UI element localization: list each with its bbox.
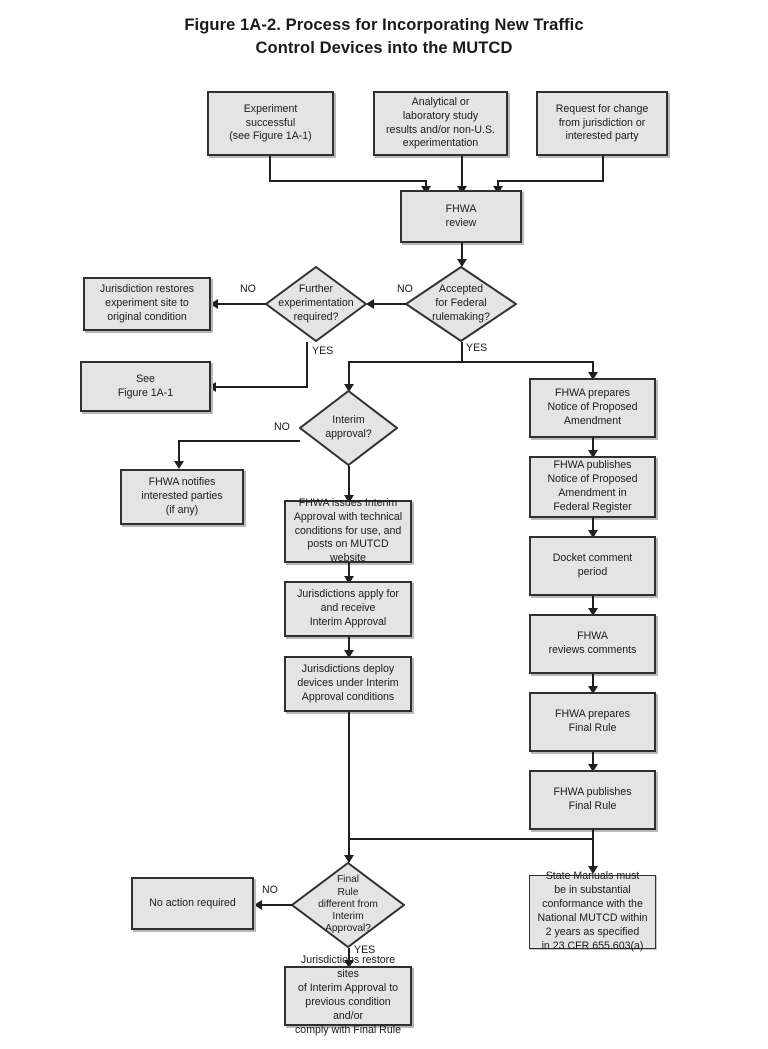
arrowhead-issues-to-apply bbox=[344, 576, 354, 584]
edge-accepted-yes-to-notice bbox=[592, 361, 594, 378]
edge-interim-no-down bbox=[178, 440, 180, 465]
arrowhead-reviews-to-prepares-final bbox=[588, 686, 598, 694]
arrowhead-prepares-to-publishes-notice bbox=[588, 450, 598, 458]
edge-accepted-yes-split bbox=[348, 361, 593, 363]
arrowhead-prepares-final-to-publishes-final bbox=[588, 764, 598, 772]
edge-label-final-yes: YES bbox=[354, 944, 376, 956]
edge-label-accepted-no: NO bbox=[397, 283, 413, 295]
edge-further-no bbox=[216, 303, 266, 305]
arrowhead-final-no bbox=[254, 900, 262, 910]
edge-deploy-down bbox=[348, 712, 350, 862]
edge-final-yes-down bbox=[348, 948, 350, 968]
edge-docket-to-reviews bbox=[592, 596, 594, 615]
edge-request-down bbox=[602, 156, 604, 182]
edge-publishes-final-down bbox=[592, 830, 594, 872]
edge-further-yes-down bbox=[306, 342, 308, 387]
diamond-shape bbox=[405, 266, 517, 342]
edge-analytical-down bbox=[461, 156, 463, 189]
arrowhead-apply-to-deploy bbox=[344, 650, 354, 658]
edge-label-interim-no: NO bbox=[274, 421, 290, 433]
diamond-shape bbox=[265, 266, 367, 342]
diamond-shape bbox=[291, 862, 405, 948]
arrowhead-accepted-yes-to-notice bbox=[588, 372, 598, 380]
arrowhead-publishes-to-docket bbox=[588, 530, 598, 538]
edge-reviews-to-prepares-final bbox=[592, 674, 594, 693]
node-no-action-required: No action required bbox=[131, 877, 254, 930]
edge-further-yes-left bbox=[214, 386, 308, 388]
arrowhead-publishes-final-to-state-manuals bbox=[588, 866, 598, 874]
arrowhead-interim-yes bbox=[344, 495, 354, 503]
edge-request-into-review bbox=[497, 180, 499, 189]
edge-final-no bbox=[260, 904, 293, 906]
edge-experiment-down bbox=[269, 156, 271, 182]
edge-apply-to-deploy bbox=[348, 637, 350, 658]
edge-prepares-final-to-publishes-final bbox=[592, 752, 594, 771]
figure-title-line-1: Figure 1A-2. Process for Incorporating N… bbox=[184, 16, 584, 34]
edge-label-further-no: NO bbox=[240, 283, 256, 295]
edge-interim-no-left bbox=[178, 440, 300, 442]
edge-experiment-into-review bbox=[425, 180, 427, 189]
edge-review-down bbox=[461, 243, 463, 265]
arrowhead-deploy-to-final-rule bbox=[344, 855, 354, 863]
edge-label-further-yes: YES bbox=[312, 345, 334, 357]
arrowhead-accepted-yes-to-interim bbox=[344, 384, 354, 392]
arrowhead-accepted-no bbox=[366, 299, 374, 309]
figure-title-line-2: Control Devices into the MUTCD bbox=[255, 39, 513, 58]
arrowhead-interim-no bbox=[174, 461, 184, 469]
arrowhead-further-no bbox=[210, 299, 218, 309]
edge-label-accepted-yes: YES bbox=[466, 342, 488, 354]
edge-final-rule-bus bbox=[348, 838, 594, 840]
edge-prepares-to-publishes-notice bbox=[592, 438, 594, 457]
arrowhead-docket-to-reviews bbox=[588, 608, 598, 616]
edge-label-final-no: NO bbox=[262, 884, 278, 896]
arrowhead-review-into-accepted bbox=[457, 259, 467, 267]
arrowhead-further-yes bbox=[208, 382, 216, 392]
edge-accepted-yes-down bbox=[461, 342, 463, 363]
edge-request-left bbox=[497, 180, 604, 182]
figure-title: Figure 1A-2. Process for Incorporating N… bbox=[0, 14, 768, 61]
edge-accepted-yes-to-interim bbox=[348, 361, 350, 389]
arrowhead-final-yes bbox=[344, 960, 354, 968]
edge-issues-to-apply bbox=[348, 563, 350, 583]
edge-experiment-right bbox=[269, 180, 426, 182]
edge-accepted-no bbox=[370, 303, 406, 305]
edge-interim-yes-down bbox=[348, 466, 350, 501]
diamond-shape bbox=[299, 390, 398, 466]
edge-publishes-to-docket bbox=[592, 518, 594, 537]
